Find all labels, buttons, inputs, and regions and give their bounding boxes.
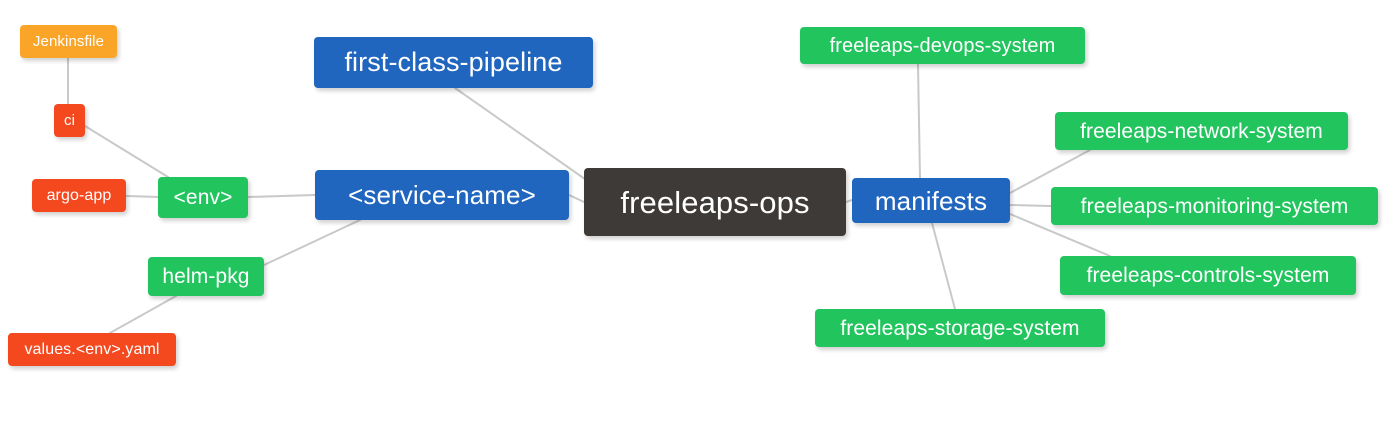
mindmap-node-ci[interactable]: ci	[54, 104, 85, 137]
mindmap-node-argo-app[interactable]: argo-app	[32, 179, 126, 212]
edge-env-to-argo-app	[125, 195, 159, 198]
edge-manifests-to-freeleaps-monitoring-system	[1009, 204, 1052, 207]
mindmap-node-root[interactable]: freeleaps-ops	[584, 168, 846, 236]
mindmap-node-freeleaps-network-system[interactable]: freeleaps-network-system	[1055, 112, 1348, 150]
mindmap-node-env[interactable]: <env>	[158, 177, 248, 218]
edge-root-to-service-name	[568, 194, 585, 203]
edge-service-name-to-env	[247, 194, 316, 198]
mindmap-node-jenkinsfile[interactable]: Jenkinsfile	[20, 25, 117, 58]
edge-manifests-to-freeleaps-devops-system	[917, 63, 921, 179]
mindmap-node-manifests[interactable]: manifests	[852, 178, 1010, 223]
edge-manifests-to-freeleaps-storage-system	[931, 222, 956, 310]
mindmap-node-first-class-pipeline[interactable]: first-class-pipeline	[314, 37, 593, 88]
mindmap-node-values-yaml[interactable]: values.<env>.yaml	[8, 333, 176, 366]
mindmap-node-freeleaps-monitoring-system[interactable]: freeleaps-monitoring-system	[1051, 187, 1378, 225]
edge-env-to-ci	[84, 125, 169, 178]
mindmap-node-freeleaps-controls-system[interactable]: freeleaps-controls-system	[1060, 256, 1356, 295]
edge-service-name-to-helm-pkg	[263, 219, 361, 266]
mindmap-node-helm-pkg[interactable]: helm-pkg	[148, 257, 264, 296]
edge-helm-pkg-to-values-yaml	[109, 295, 177, 334]
mindmap-node-service-name[interactable]: <service-name>	[315, 170, 569, 220]
mindmap-node-freeleaps-storage-system[interactable]: freeleaps-storage-system	[815, 309, 1105, 347]
mindmap-node-freeleaps-devops-system[interactable]: freeleaps-devops-system	[800, 27, 1085, 64]
